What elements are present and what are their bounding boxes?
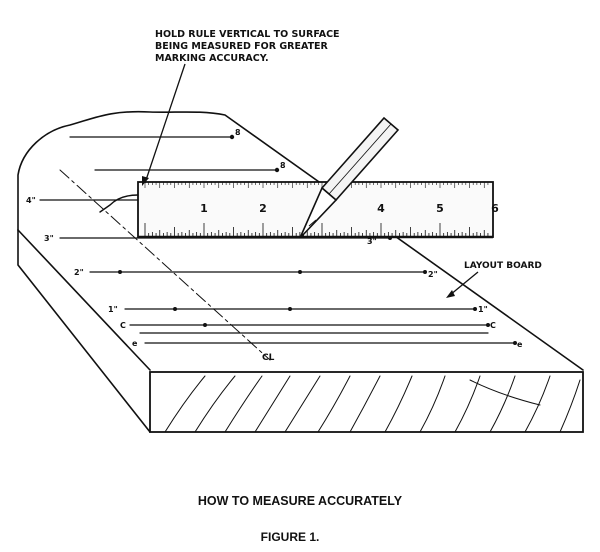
mark-left-3: 3" — [44, 234, 54, 243]
mark-mid-3: 3" — [367, 237, 377, 246]
ruler-number: 1 — [200, 202, 208, 215]
mark-left-e: e — [132, 339, 138, 348]
board-left-edge — [17, 229, 151, 371]
mark-left-2: 2" — [74, 268, 84, 277]
pencil — [299, 116, 400, 239]
ruler-number: 6 — [491, 202, 499, 215]
annotation-leader — [144, 63, 186, 184]
measurement-lines — [39, 136, 516, 344]
centerline-mark: CL — [262, 353, 275, 363]
centerline-dashed — [59, 169, 271, 361]
board-front-face — [149, 371, 584, 433]
measurement-dots — [118, 134, 517, 345]
board-top-outline — [17, 110, 584, 371]
board-label-leader — [449, 271, 479, 296]
mark-mid-2: 2" — [428, 270, 438, 279]
annotation-line-2: BEING MEASURED FOR GREATER — [155, 41, 329, 52]
ruler-number: 5 — [436, 202, 444, 215]
mark-left-4: 4" — [26, 196, 36, 205]
annotation-line-1: HOLD RULE VERTICAL TO SURFACE — [155, 29, 340, 40]
mark-mid-1: 1" — [478, 305, 488, 314]
layout-board-label: LAYOUT BOARD — [464, 261, 542, 271]
ruler-hook — [99, 194, 139, 213]
annotation-line-3: MARKING ACCURACY. — [155, 53, 269, 64]
mark-top-2: 8 — [280, 161, 286, 170]
caption-figure: FIGURE 1. — [261, 530, 320, 544]
mark-mid-e: e — [517, 340, 523, 349]
ruler-number: 4 — [377, 202, 385, 215]
mark-top-1: 8 — [235, 128, 241, 137]
wood-grain-hatching — [164, 375, 581, 433]
mark-left-c: C — [120, 321, 126, 330]
ruler-number: 2 — [259, 202, 267, 215]
annotation-text: HOLD RULE VERTICAL TO SURFACE BEING MEAS… — [155, 29, 340, 64]
caption-title: HOW TO MEASURE ACCURATELY — [198, 494, 403, 508]
board-label-arrowhead — [446, 290, 455, 298]
mark-mid-c: C — [490, 321, 496, 330]
mark-left-1: 1" — [108, 305, 118, 314]
board-left-face — [17, 229, 151, 433]
annotation-arrowhead — [142, 176, 149, 186]
ruler-ticks — [144, 182, 489, 237]
